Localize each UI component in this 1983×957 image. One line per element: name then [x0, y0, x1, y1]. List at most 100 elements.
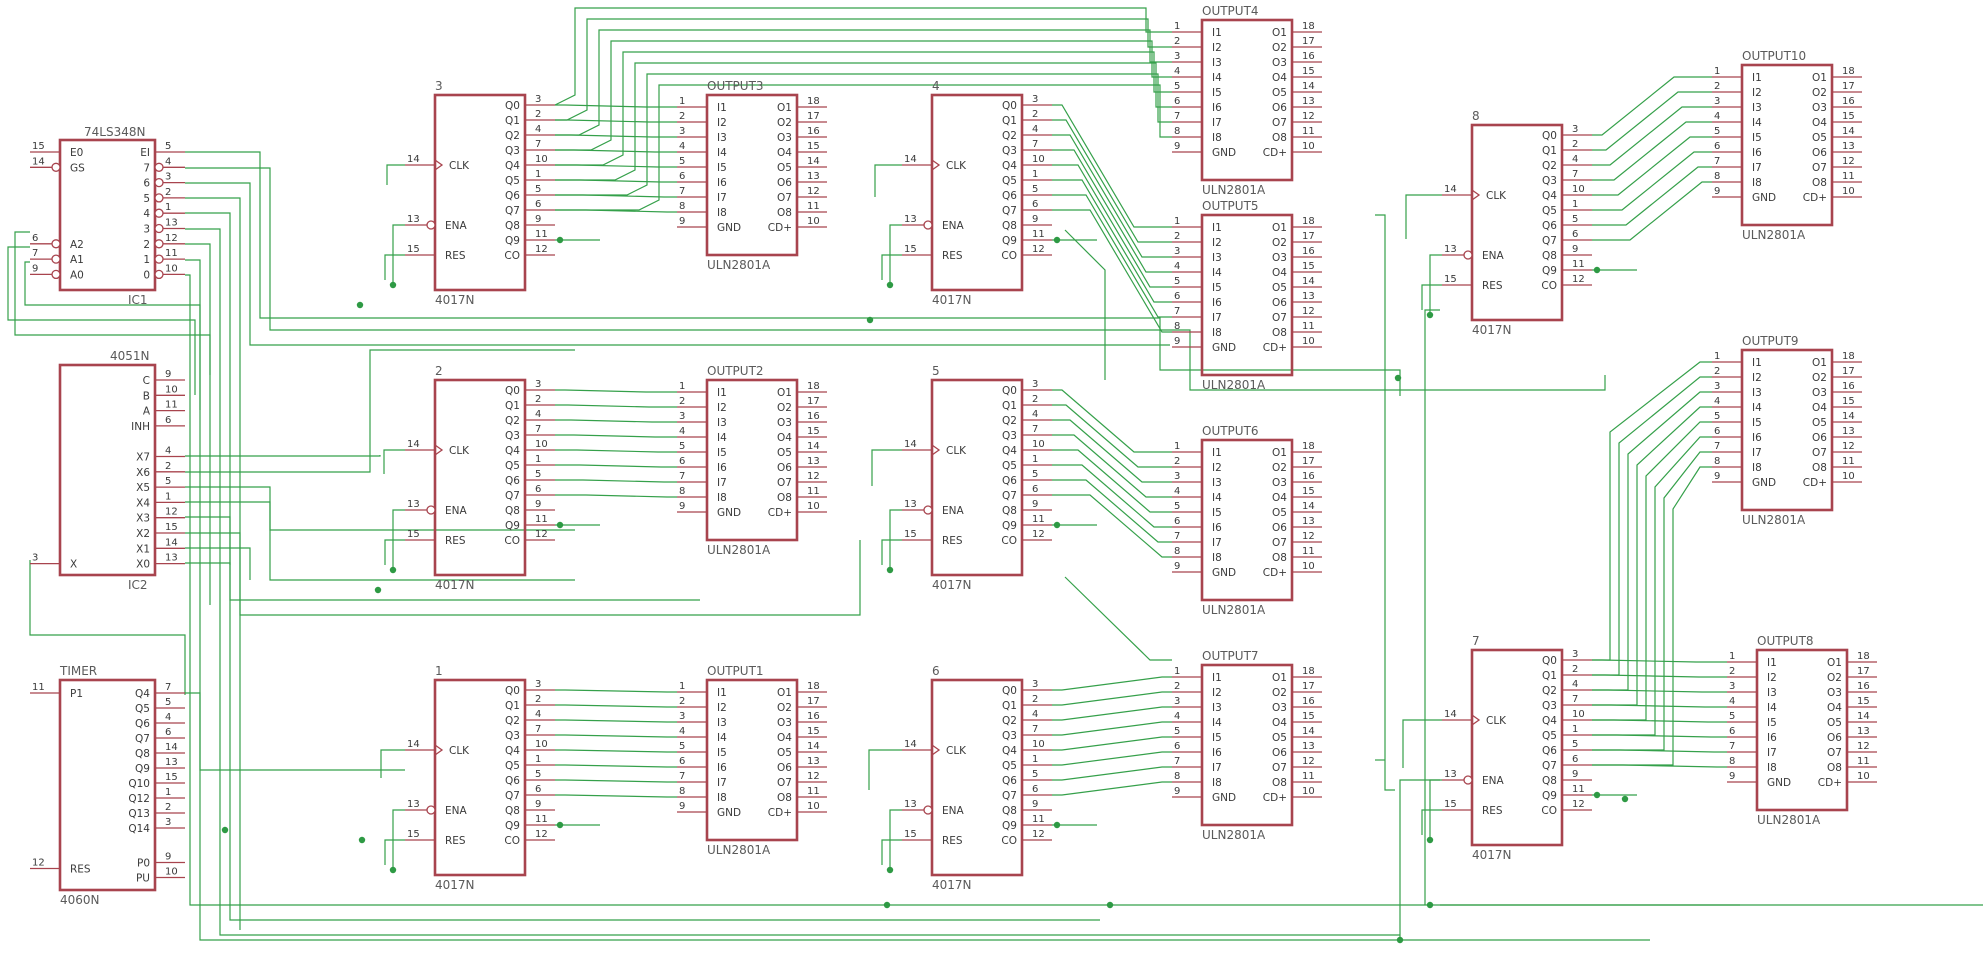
pin-label: X4	[136, 497, 150, 509]
net-junction	[1593, 266, 1601, 274]
pin-label: CLK	[946, 160, 967, 172]
pin-label: 3	[143, 224, 150, 236]
pin-label: O8	[1827, 762, 1842, 774]
driver-output4[interactable]: OUTPUT4ULN2801A1I12I23I34I45I56I67I78I89…	[1172, 4, 1322, 197]
pin-number: 18	[1302, 666, 1315, 677]
pin-number: 1	[679, 96, 685, 107]
pin-label: CD+	[1263, 567, 1287, 579]
pin-number: 14	[1444, 709, 1457, 720]
net-wire	[555, 464, 677, 468]
pin-label: O4	[1827, 702, 1842, 714]
counter-4017-6[interactable]: 64017N3Q02Q14Q27Q310Q41Q55Q66Q79Q811Q912…	[902, 664, 1052, 892]
driver-output10[interactable]: OUTPUT10ULN2801A1I12I23I34I45I56I67I78I8…	[1712, 49, 1862, 242]
driver-output8[interactable]: OUTPUT8ULN2801A1I12I23I34I45I56I67I78I89…	[1727, 634, 1877, 827]
pin-number: 6	[1174, 96, 1180, 107]
pin-number: 2	[1174, 231, 1180, 242]
pin-label: I7	[1212, 117, 1222, 129]
counter-4017-1[interactable]: 14017N3Q02Q14Q27Q310Q41Q55Q66Q79Q811Q912…	[405, 664, 555, 892]
pin-number: 7	[165, 682, 171, 693]
net-junction	[1426, 901, 1434, 909]
pin-label: I1	[1752, 72, 1762, 84]
pin-number: 8	[1174, 546, 1180, 557]
pin-label: RES	[445, 835, 466, 847]
net-wire	[384, 539, 405, 565]
pin-label: CO	[1001, 535, 1017, 547]
pin-number: 1	[1174, 216, 1180, 227]
counter-4017-2[interactable]: 24017N3Q02Q14Q27Q310Q41Q55Q66Q79Q811Q912…	[405, 364, 555, 592]
net-wire	[1592, 151, 1712, 211]
pin-label: I1	[717, 102, 727, 114]
pin-number: 1	[1572, 199, 1578, 210]
pin-number: 9	[1174, 141, 1180, 152]
counter-4017-3[interactable]: 34017N3Q02Q14Q27Q310Q41Q55Q66Q79Q811Q912…	[405, 79, 555, 307]
counter-4017-5[interactable]: 54017N3Q02Q14Q27Q310Q41Q55Q66Q79Q811Q912…	[902, 364, 1052, 592]
pin-number: 6	[1714, 426, 1720, 437]
timer-ic[interactable]: TIMER 4060N 7Q45Q54Q66Q714Q813Q915Q101Q1…	[30, 664, 185, 907]
net-wire	[555, 734, 677, 738]
pin-label: X0	[136, 559, 150, 571]
net-junction	[356, 301, 364, 309]
pin-number: 7	[1032, 424, 1038, 435]
pin-label: I8	[717, 492, 727, 504]
pin-label: X1	[136, 543, 150, 555]
pin-number: 4	[165, 446, 171, 457]
pin-label: O2	[1812, 372, 1827, 384]
pin-number: 15	[1302, 66, 1315, 77]
pin-number: 7	[1174, 756, 1180, 767]
pin-label: I2	[717, 702, 727, 714]
driver-output3[interactable]: OUTPUT3ULN2801A1I12I23I34I45I56I67I78I89…	[677, 79, 827, 272]
pin-label: O8	[1272, 552, 1287, 564]
pin-label: O1	[1812, 357, 1827, 369]
pin-label: I3	[1767, 687, 1777, 699]
driver-name-label: OUTPUT2	[707, 364, 764, 378]
pin-number: 14	[1857, 711, 1870, 722]
ic1-encoder[interactable]: 74LS348N IC1 5EI4736251413312211110015E0…	[30, 125, 185, 307]
pin-label: O1	[1272, 222, 1287, 234]
pin-number: 12	[1572, 274, 1585, 285]
pin-number: 17	[807, 696, 820, 707]
driver-part-label: ULN2801A	[1742, 228, 1806, 242]
net-junction	[1426, 836, 1434, 844]
driver-output9[interactable]: OUTPUT9ULN2801A1I12I23I34I45I56I67I78I89…	[1712, 334, 1862, 527]
driver-output2[interactable]: OUTPUT2ULN2801A1I12I23I34I45I56I67I78I89…	[677, 364, 827, 557]
pin-number: 12	[1302, 306, 1315, 317]
pin-number: 14	[407, 439, 420, 450]
pin-label: GND	[1212, 792, 1236, 804]
driver-output7[interactable]: OUTPUT7ULN2801A1I12I23I34I45I56I67I78I89…	[1172, 649, 1322, 842]
pin-number: 11	[535, 514, 548, 525]
pin-label: O3	[1827, 687, 1842, 699]
pin-number: 7	[679, 771, 685, 782]
net-wire	[1592, 121, 1712, 181]
counter-4017-8[interactable]: 84017N3Q02Q14Q27Q310Q41Q55Q66Q79Q811Q912…	[1442, 109, 1592, 337]
ic2-mux[interactable]: 4051N IC2 9C10B11A6INH4X72X65X51X412X315…	[30, 349, 185, 592]
pin-label: Q9	[505, 235, 520, 247]
pin-label: A2	[70, 239, 84, 251]
pin-label: I4	[1212, 267, 1222, 279]
pin-number: 8	[1729, 756, 1735, 767]
driver-output5[interactable]: OUTPUT5ULN2801A1I12I23I34I45I56I67I78I89…	[1172, 199, 1322, 392]
pin-number: 4	[679, 726, 685, 737]
pin-number: 15	[1842, 111, 1855, 122]
driver-output1[interactable]: OUTPUT1ULN2801A1I12I23I34I45I56I67I78I89…	[677, 664, 827, 857]
driver-output6[interactable]: OUTPUT6ULN2801A1I12I23I34I45I56I67I78I89…	[1172, 424, 1322, 617]
pin-number: 15	[807, 141, 820, 152]
pin-label: Q1	[505, 400, 520, 412]
pin-number: 15	[1857, 696, 1870, 707]
net-wire	[386, 164, 405, 185]
counter-4017-4[interactable]: 44017N3Q02Q14Q27Q310Q41Q55Q66Q79Q811Q912…	[902, 79, 1052, 307]
net-wire	[384, 839, 405, 865]
driver-part-label: ULN2801A	[707, 258, 771, 272]
pin-label: I2	[1212, 462, 1222, 474]
pin-label: O8	[777, 792, 792, 804]
pin-number: 14	[165, 742, 178, 753]
net-wire	[881, 839, 902, 865]
net-junction	[1053, 521, 1061, 529]
pin-number: 12	[1032, 829, 1045, 840]
pin-label: I8	[717, 792, 727, 804]
counter-4017-7[interactable]: 74017N3Q02Q14Q27Q310Q41Q55Q66Q79Q811Q912…	[1442, 634, 1592, 862]
pin-number: 2	[165, 802, 171, 813]
pin-number: 3	[1032, 94, 1038, 105]
net-junction	[886, 281, 894, 289]
counter-ref-label: 7	[1472, 634, 1480, 648]
